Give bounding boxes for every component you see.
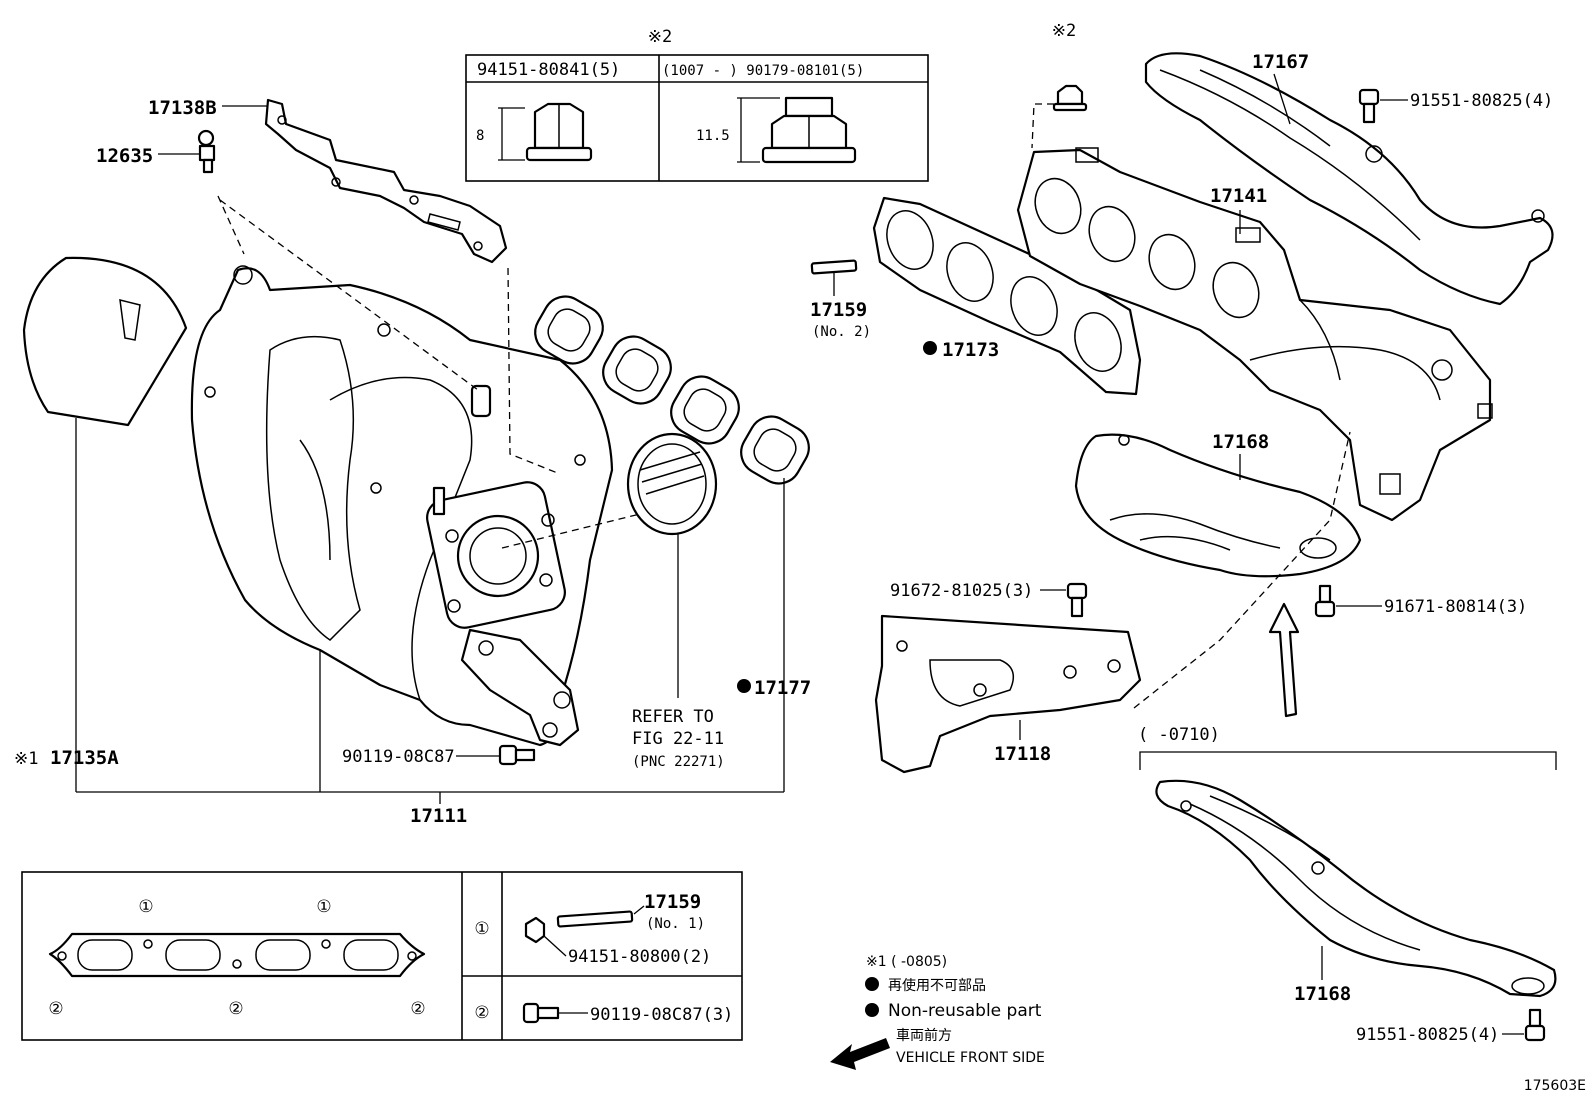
label-17111: 17111 — [410, 805, 467, 827]
assembly-arrow-icon — [1268, 602, 1300, 718]
label-91671-80814: 91671-80814(3) — [1384, 597, 1527, 617]
label-91551-80825-upper: 91551-80825(4) — [1410, 91, 1553, 111]
legend-front-jp: 車両前方 — [896, 1027, 952, 1044]
exhaust-nut-icon — [1052, 84, 1088, 112]
gasket-table-frame — [21, 871, 743, 1041]
label-90119-08c87-3: 90119-08C87(3) — [590, 1005, 733, 1025]
label-refer-line1: REFER TO — [632, 707, 714, 727]
insulator-bolt-upper-icon — [1358, 88, 1380, 124]
legend: ※1 ( -0805) 再使用不可部品 Non-reusable part 車両… — [830, 954, 1045, 1070]
legend-non-reusable-jp: 再使用不可部品 — [888, 977, 986, 994]
hole-label-2b: ② — [228, 999, 243, 1019]
label-17159-no2-sub: (No. 2) — [812, 324, 871, 340]
label-alt-period: ( -0710) — [1138, 725, 1220, 745]
nut-table: ※2 94151-80841(5) (1007 - ) 90179-08101(… — [465, 27, 929, 182]
label-17135a-mark: ※1 — [14, 749, 38, 769]
union-bolt-icon — [197, 129, 216, 174]
hole-label-2c: ② — [410, 999, 425, 1019]
alt-insulator-bolt-icon — [1524, 1008, 1546, 1042]
gasket-drawing — [48, 932, 426, 978]
label-91672-81025: 91672-81025(3) — [890, 581, 1033, 601]
gasket-bolt-icon — [522, 1002, 560, 1024]
insulator-bolt-lower-icon — [1314, 584, 1336, 618]
label-90119-08c87: 90119-08C87 — [342, 747, 455, 767]
gasket-table: ① ① ② ② ② ① 17159 (No. 1) 94151-80800(2)… — [21, 871, 743, 1041]
label-17177: 17177 — [754, 677, 811, 699]
vehicle-front-arrow-icon — [830, 1038, 890, 1070]
stay-bolt-icon — [1066, 582, 1088, 618]
intake-stay — [264, 98, 508, 264]
heat-insulator-upper — [1144, 52, 1554, 306]
manifold-bolt-icon — [498, 744, 536, 766]
legend-non-reusable-en: Non-reusable part — [888, 1001, 1042, 1021]
label-17118: 17118 — [994, 743, 1051, 765]
nut-dim-11-5: 11.5 — [696, 128, 730, 144]
stud-no2-icon — [810, 259, 858, 275]
intake-gasket — [534, 295, 810, 485]
label-12635: 12635 — [96, 145, 153, 167]
label-91551-80825-alt: 91551-80825(4) — [1356, 1025, 1499, 1045]
label-17168-alt: 17168 — [1294, 983, 1351, 1005]
heat-insulator-lower — [1074, 433, 1362, 578]
nut-table-mark: ※2 — [648, 27, 672, 47]
nut-table-col2-header: (1007 - ) 90179-08101(5) — [662, 63, 864, 79]
hole-label-2a: ② — [48, 999, 63, 1019]
throttle-gasket — [626, 432, 718, 536]
row2-marker: ② — [474, 1003, 489, 1023]
label-refer-line2: FIG 22-11 — [632, 729, 724, 749]
label-17141: 17141 — [1210, 185, 1267, 207]
legend-front-en: VEHICLE FRONT SIDE — [896, 1050, 1045, 1066]
row1-marker: ① — [474, 919, 489, 939]
legend-dot-jp — [865, 977, 879, 991]
label-17173: 17173 — [942, 339, 999, 361]
exhaust-gasket — [872, 196, 1142, 396]
flange-nut-11-5-icon — [761, 96, 857, 164]
insulator-cover — [22, 256, 188, 427]
label-17159-no1: 17159 — [644, 891, 701, 913]
label-94151-80800: 94151-80800(2) — [568, 947, 711, 967]
nut-table-col1-header: 94151-80841(5) — [477, 60, 620, 80]
manifold-stay — [874, 614, 1142, 774]
label-17135a: 17135A — [50, 747, 119, 769]
alt-heat-insulator — [1155, 779, 1557, 998]
label-17167: 17167 — [1252, 51, 1309, 73]
label-nut-mark: ※2 — [1052, 21, 1076, 41]
legend-note1: ※1 ( -0805) — [866, 954, 947, 970]
nut-table-frame — [465, 54, 929, 182]
label-17159-no2: 17159 — [810, 299, 867, 321]
non-reusable-dot-17177 — [737, 679, 751, 693]
label-refer-line3: (PNC 22271) — [632, 754, 725, 770]
nut-dim-8: 8 — [476, 128, 484, 144]
label-17159-no1-sub: (No. 1) — [646, 916, 705, 932]
non-reusable-dot-17173 — [923, 341, 937, 355]
legend-dot-en — [865, 1003, 879, 1017]
figure-code: 175603E — [1524, 1078, 1586, 1094]
hole-label-1b: ① — [316, 897, 331, 917]
label-17168-upper: 17168 — [1212, 431, 1269, 453]
hole-label-1a: ① — [138, 897, 153, 917]
exhaust-manifold — [1016, 147, 1493, 522]
flange-nut-8-icon — [525, 102, 593, 162]
stud-no1-icon — [524, 910, 634, 944]
label-17138b: 17138B — [148, 97, 217, 119]
intake-manifold — [190, 265, 614, 747]
